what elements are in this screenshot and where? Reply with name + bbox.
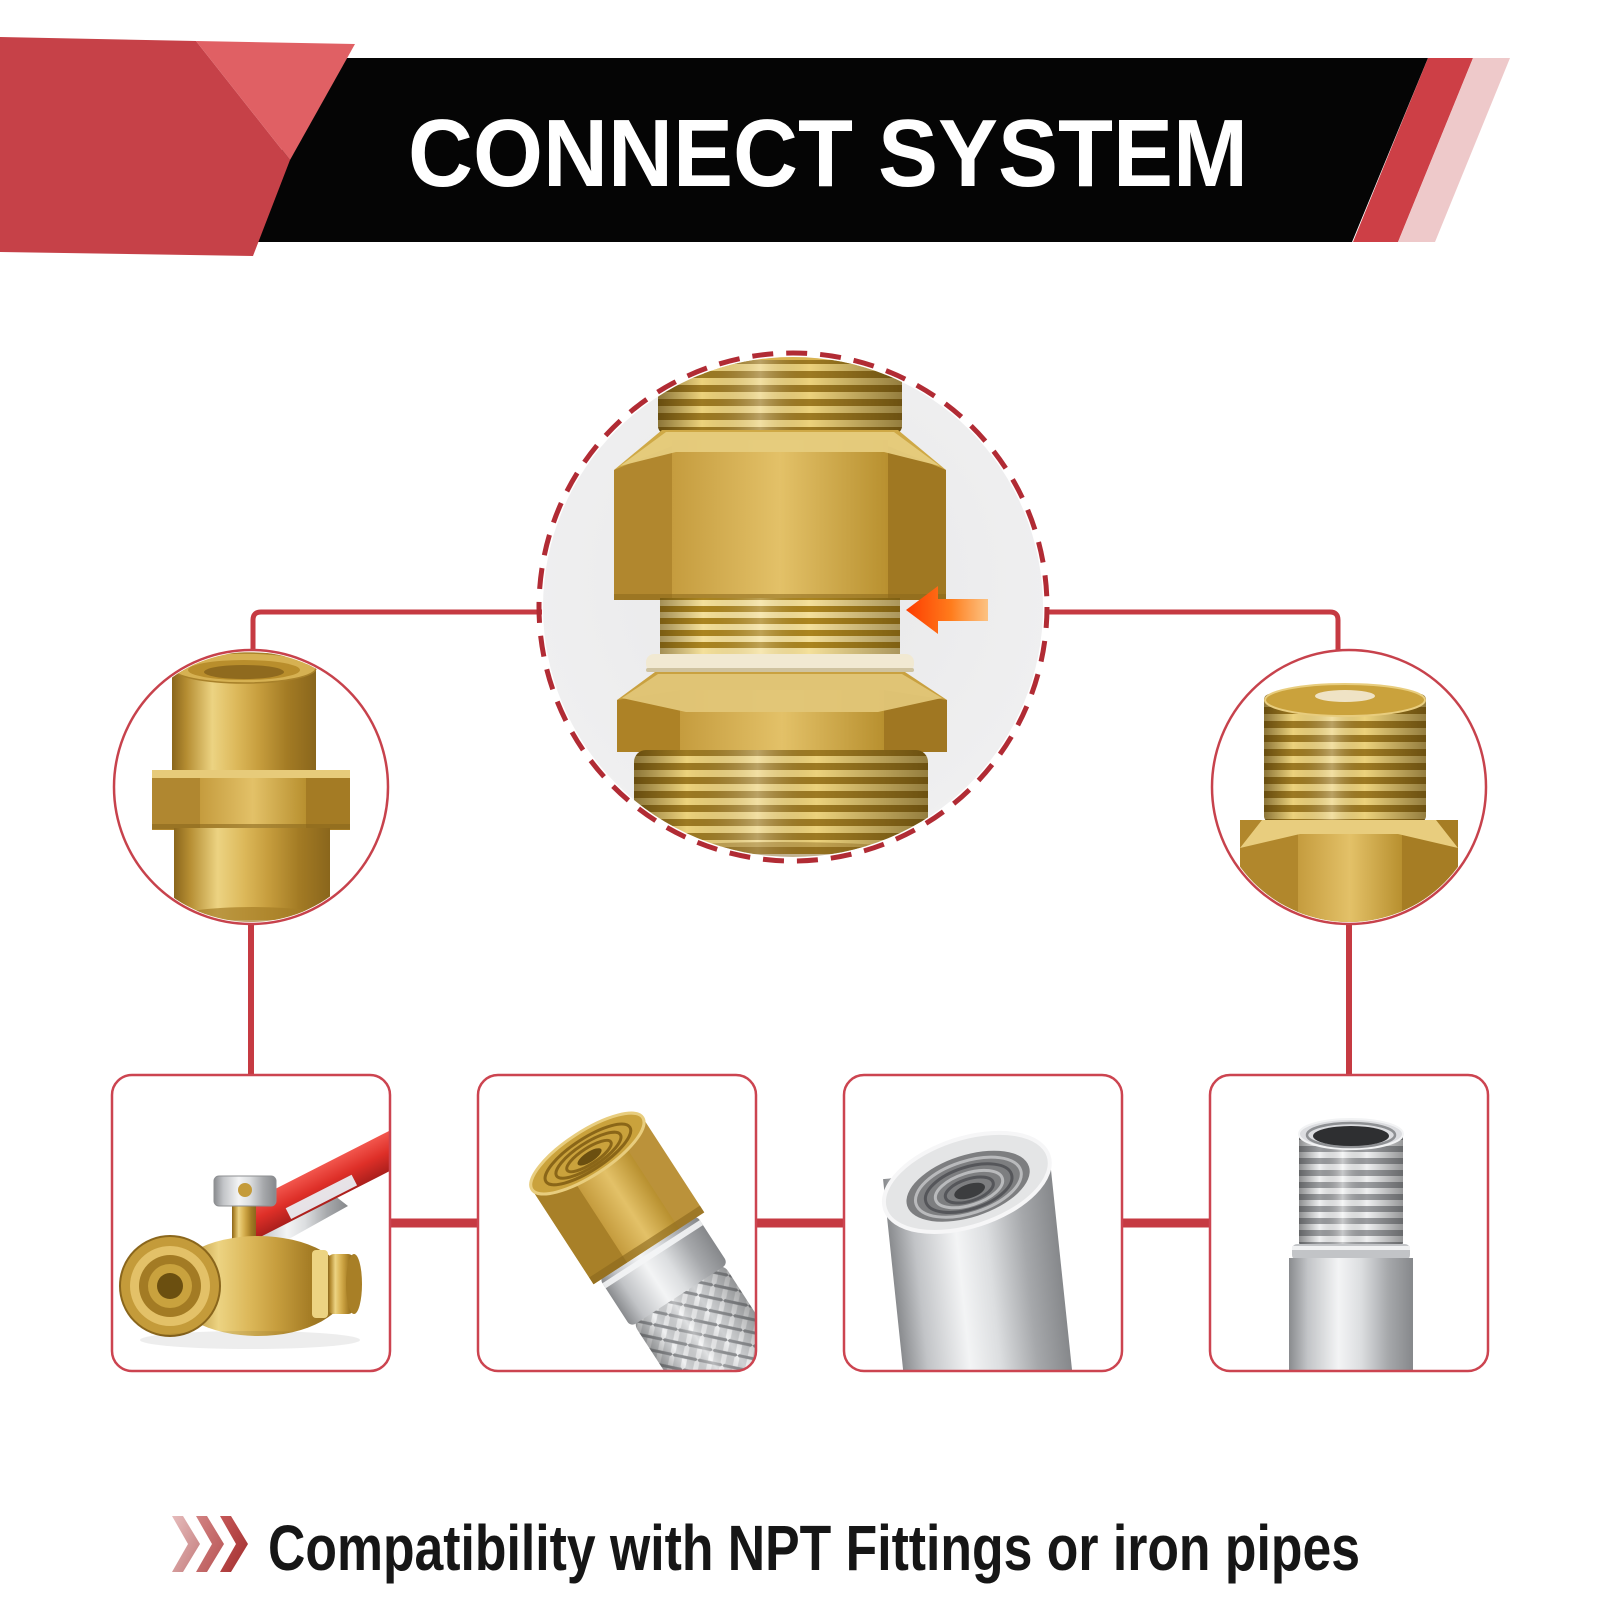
banner-stripe-pink xyxy=(1398,58,1510,242)
caption-row: Compatibility with NPT Fittings or iron … xyxy=(172,1512,1360,1584)
braided-hose-with-brass-nut-photo xyxy=(529,1111,756,1371)
banner-stripe-red xyxy=(1353,58,1473,242)
left-arrow-icon xyxy=(906,586,988,634)
connector-left-elbow xyxy=(250,609,542,650)
product-square-steel-nipple xyxy=(1208,1073,1490,1373)
stainless-steel-female-pipe-photo xyxy=(881,1130,1076,1371)
center-detail-circle xyxy=(536,350,1050,864)
page-title: CONNECT SYSTEM xyxy=(408,100,1248,207)
product-square-ball-valve xyxy=(110,1073,392,1373)
banner-black-parallelogram xyxy=(244,58,1428,242)
brass-female-coupling-photo xyxy=(152,652,350,922)
brass-ball-valve-with-red-handle-photo xyxy=(119,1116,390,1349)
dashed-magnifier-border xyxy=(536,350,1050,864)
brass-union-closeup-photo xyxy=(614,357,947,857)
product-square-steel-pipe xyxy=(842,1073,1124,1373)
banner-left-accent-dark xyxy=(0,37,290,256)
stainless-steel-threaded-nipple-photo xyxy=(1289,1118,1413,1370)
right-node-circle xyxy=(1210,648,1488,926)
product-square-braided-hose xyxy=(476,1073,758,1373)
triple-chevron-right-icon xyxy=(172,1516,248,1572)
caption-text: Compatibility with NPT Fittings or iron … xyxy=(268,1512,1360,1584)
banner-left-accent-light xyxy=(196,41,355,160)
header-banner: CONNECT SYSTEM xyxy=(0,37,1510,256)
connector-right-elbow xyxy=(1046,609,1341,652)
left-node-circle xyxy=(112,648,390,926)
brass-male-adapter-photo xyxy=(1240,683,1458,922)
connector-lines xyxy=(248,609,1352,1228)
